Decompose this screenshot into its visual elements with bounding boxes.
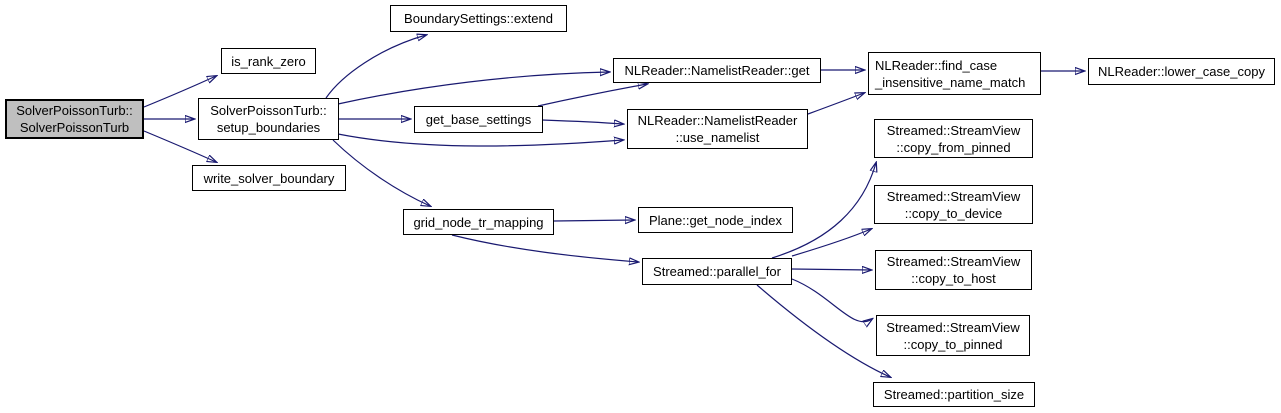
node-boundarysettings-extend[interactable]: BoundarySettings::extend <box>390 5 567 32</box>
node-label: SolverPoissonTurb:: SolverPoissonTurb <box>16 103 133 135</box>
edge-use-namelist-to-find-case <box>807 93 864 115</box>
edge-parallel-for-to-copy-to-device <box>791 229 871 257</box>
node-get-base-settings[interactable]: get_base_settings <box>414 106 543 133</box>
edge-grid-node-tr-mapping-to-get-node-index <box>553 220 634 221</box>
edge-constructor-to-write-solver-boundary <box>143 130 216 162</box>
edge-setup-boundaries-to-grid-node-tr-mapping <box>332 139 430 206</box>
node-copy-to-pinned[interactable]: Streamed::StreamView ::copy_to_pinned <box>876 315 1030 356</box>
node-copy-to-device[interactable]: Streamed::StreamView ::copy_to_device <box>874 185 1033 224</box>
node-solverpoissonturb-constructor[interactable]: SolverPoissonTurb:: SolverPoissonTurb <box>5 99 144 139</box>
node-label: get_base_settings <box>425 112 532 127</box>
node-label: Streamed::parallel_for <box>653 264 781 279</box>
edge-parallel-for-to-partition-size <box>756 284 890 377</box>
node-label: Streamed::StreamView ::copy_to_host <box>886 254 1021 286</box>
node-label: Streamed::StreamView ::copy_from_pinned <box>886 122 1021 155</box>
edge-constructor-to-is-rank-zero <box>143 76 216 108</box>
edge-grid-node-tr-mapping-to-parallel-for <box>451 234 638 262</box>
edge-setup-boundaries-to-extend <box>325 35 426 99</box>
edge-parallel-for-to-copy-from-pinned <box>771 163 876 259</box>
node-copy-to-host[interactable]: Streamed::StreamView ::copy_to_host <box>875 250 1032 290</box>
edge-get-base-settings-to-namelistreader-get <box>537 84 647 107</box>
node-label: NLReader::lower_case_copy <box>1098 64 1265 79</box>
node-label: write_solver_boundary <box>203 170 335 186</box>
edge-parallel-for-to-copy-to-host <box>791 269 871 270</box>
node-write-solver-boundary[interactable]: write_solver_boundary <box>192 165 346 191</box>
node-namelistreader-get[interactable]: NLReader::NamelistReader::get <box>613 58 821 83</box>
node-plane-get-node-index[interactable]: Plane::get_node_index <box>638 207 793 233</box>
node-label: NLReader::NamelistReader::get <box>624 63 810 78</box>
node-is-rank-zero[interactable]: is_rank_zero <box>221 48 316 74</box>
node-label: Streamed::StreamView ::copy_to_device <box>886 188 1021 221</box>
node-parallel-for[interactable]: Streamed::parallel_for <box>642 258 792 285</box>
edge-parallel-for-to-copy-to-pinned <box>791 278 872 322</box>
node-setup-boundaries[interactable]: SolverPoissonTurb:: setup_boundaries <box>198 98 339 140</box>
node-label: BoundarySettings::extend <box>404 11 553 26</box>
node-label: grid_node_tr_mapping <box>413 214 544 230</box>
node-label: NLReader::find_case _insensitive_name_ma… <box>875 57 1026 90</box>
node-copy-from-pinned[interactable]: Streamed::StreamView ::copy_from_pinned <box>874 119 1033 158</box>
node-find-case-insensitive-name-match[interactable]: NLReader::find_case _insensitive_name_ma… <box>868 52 1041 95</box>
node-use-namelist[interactable]: NLReader::NamelistReader ::use_namelist <box>627 109 808 149</box>
node-label: NLReader::NamelistReader ::use_namelist <box>637 113 798 145</box>
node-label: Streamed::partition_size <box>883 387 1025 402</box>
node-grid-node-tr-mapping[interactable]: grid_node_tr_mapping <box>403 209 554 235</box>
node-label: SolverPoissonTurb:: setup_boundaries <box>210 103 327 135</box>
node-label: is_rank_zero <box>231 53 306 69</box>
node-lower-case-copy[interactable]: NLReader::lower_case_copy <box>1088 58 1275 85</box>
node-label: Streamed::StreamView ::copy_to_pinned <box>886 319 1020 352</box>
node-partition-size[interactable]: Streamed::partition_size <box>873 382 1035 407</box>
node-label: Plane::get_node_index <box>648 212 782 228</box>
edge-get-base-settings-to-use-namelist <box>541 120 623 124</box>
edge-setup-boundaries-to-use-namelist <box>337 133 623 147</box>
edge-setup-boundaries-to-namelistreader-get <box>337 72 609 105</box>
